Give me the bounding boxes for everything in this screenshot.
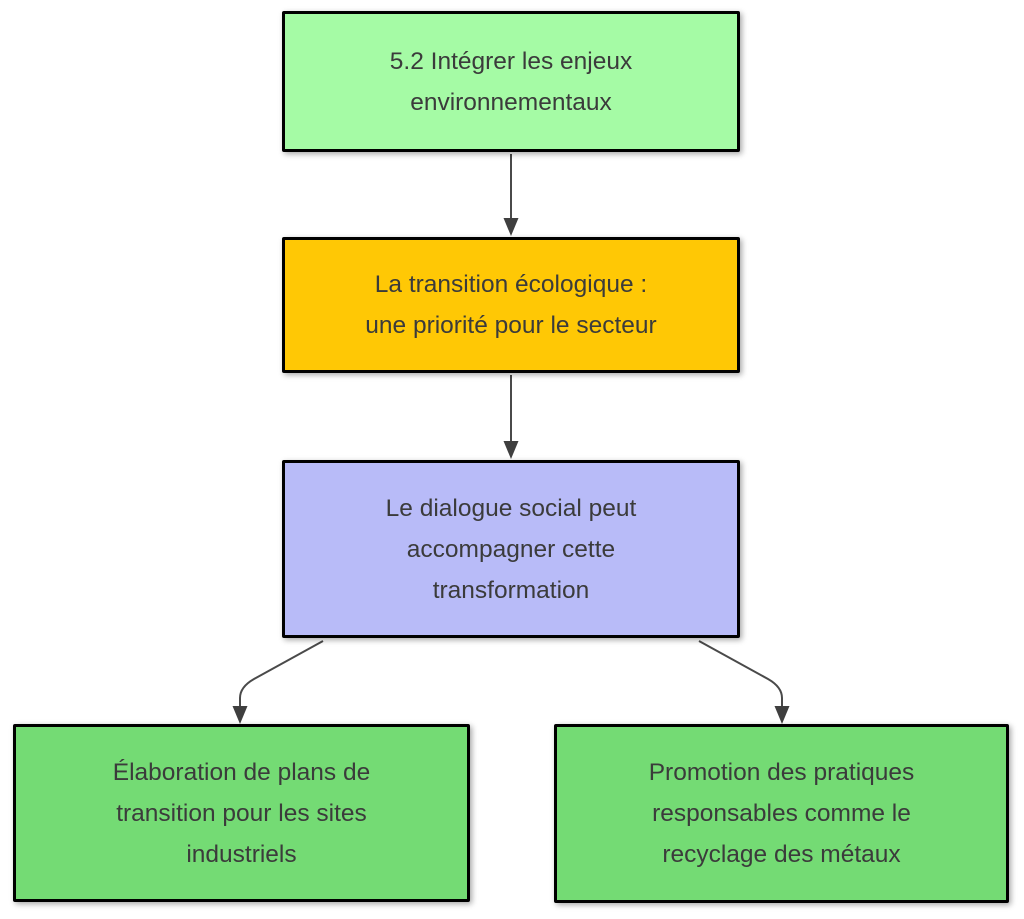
node-dialogue-social-label: Le dialogue social peut accompagner cett… — [385, 494, 637, 604]
edge-transition-to-dialogue — [503, 375, 519, 459]
node-plans-transition: Élaboration de plans de transition pour … — [13, 724, 470, 902]
node-promotion-pratiques: Promotion des pratiques responsables com… — [554, 724, 1009, 903]
node-promotion-pratiques-label: Promotion des pratiques responsables com… — [648, 759, 915, 868]
node-plans-transition-label: Élaboration de plans de transition pour … — [112, 758, 371, 868]
node-integrer-enjeux: 5.2 Intégrer les enjeux environnementaux — [282, 11, 740, 152]
edge-integrer-to-transition — [503, 154, 519, 236]
edge-dialogue-to-plans — [232, 640, 324, 724]
edge-dialogue-to-promotion — [698, 640, 790, 724]
node-integrer-enjeux-label: 5.2 Intégrer les enjeux environnementaux — [389, 47, 633, 116]
node-transition-ecologique-label: La transition écologique : une priorité … — [365, 271, 657, 339]
node-transition-ecologique: La transition écologique : une priorité … — [282, 237, 740, 373]
node-dialogue-social: Le dialogue social peut accompagner cett… — [282, 460, 740, 638]
